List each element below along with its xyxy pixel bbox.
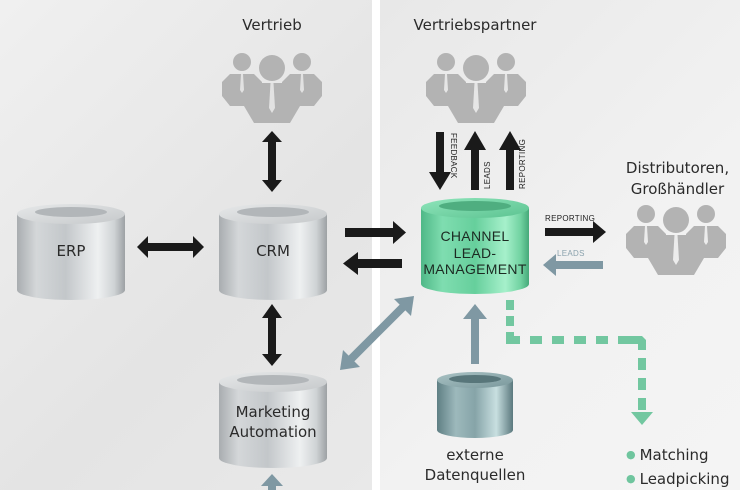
- marketing-automation-cylinder: [219, 372, 327, 468]
- bullet-icon: ●: [626, 448, 636, 461]
- extern-datenquellen-cylinder: [437, 372, 513, 438]
- channel-to-crm-arrow: [343, 252, 402, 275]
- channel-label-line3: MANAGEMENT: [423, 261, 527, 277]
- erp-label: ERP: [56, 242, 86, 260]
- reporting-right-arrow: [545, 221, 606, 243]
- erp-cylinder: [17, 204, 125, 300]
- vertriebspartner-people-icon: [426, 53, 526, 123]
- leads-left-flow-label: LEADS: [557, 249, 585, 258]
- feature-leadpicking: Leadpicking: [639, 470, 730, 488]
- channel-label-line1: CHANNEL: [440, 228, 510, 244]
- crm-to-channel-arrow: [345, 221, 406, 244]
- erp-crm-double-arrow: [137, 236, 204, 258]
- panel-divider: [372, 0, 380, 490]
- crm-cylinder: [219, 204, 327, 300]
- marketing-label-line2: Automation: [229, 423, 317, 441]
- crm-marketing-double-arrow: [262, 304, 282, 366]
- bullet-icon: ●: [626, 472, 636, 485]
- leads-left-arrow: [543, 254, 603, 276]
- feature-item: ●Leadpicking: [626, 468, 729, 492]
- vertrieb-crm-double-arrow: [262, 131, 282, 192]
- distributoren-label-line2: Großhändler: [630, 180, 725, 198]
- leads-up-flow-label: LEADS: [483, 161, 492, 189]
- marketing-channel-diagonal-arrow: [340, 296, 414, 370]
- feedback-arrow: [429, 132, 451, 190]
- leads-up-arrow: [464, 131, 486, 190]
- extern-label-line1: externe: [446, 446, 504, 464]
- crm-label: CRM: [256, 242, 290, 260]
- vertrieb-people-icon: [222, 53, 322, 123]
- distributoren-people-icon: [626, 205, 726, 275]
- extern-to-channel-arrow: [463, 304, 487, 364]
- feature-matching: Matching: [639, 446, 709, 464]
- distributoren-label-line1: Distributoren,: [625, 159, 730, 177]
- reporting-up-flow-label: REPORTING: [518, 138, 527, 189]
- channel-to-features-dashed-arrow: [506, 300, 653, 425]
- reporting-up-arrow: [499, 131, 521, 190]
- feature-list: ●Matching ●Leadpicking: [626, 444, 729, 492]
- feedback-flow-label: FEEDBACK: [449, 133, 458, 179]
- marketing-label-line1: Marketing: [235, 403, 311, 421]
- marketing-incoming-arrow: [261, 474, 283, 490]
- reporting-right-flow-label: REPORTING: [545, 214, 596, 223]
- vertriebspartner-label: Vertriebspartner: [413, 16, 537, 34]
- channel-label-line2: LEAD-: [453, 245, 497, 261]
- feature-item: ●Matching: [626, 444, 729, 468]
- channel-lead-management-cylinder: [421, 198, 529, 294]
- extern-label-line2: Datenquellen: [424, 466, 526, 484]
- vertrieb-label: Vertrieb: [242, 16, 302, 34]
